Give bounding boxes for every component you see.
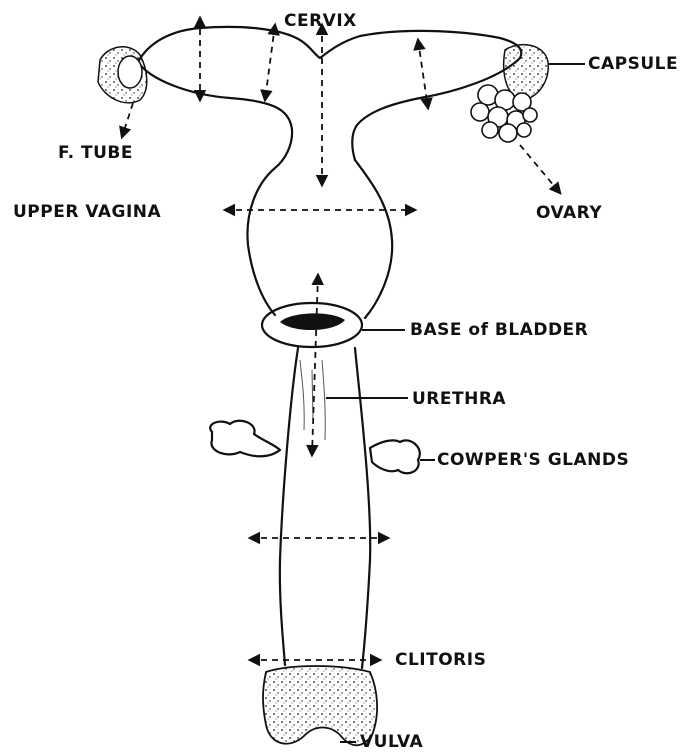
label-urethra: URETHRA: [412, 391, 506, 408]
label-base-of-bladder: BASE of BLADDER: [410, 322, 588, 339]
arrow-f-tube: [122, 103, 133, 137]
arrow-ovary: [520, 145, 560, 193]
label-clitoris: CLITORIS: [395, 652, 486, 669]
upper-vagina-outline: [247, 160, 392, 318]
label-cowpers-glands: COWPER'S GLANDS: [437, 452, 629, 469]
left-capsule-core: [118, 56, 142, 88]
uterine-horns-outline: [138, 27, 521, 168]
arrow-cervix-left: [265, 25, 275, 100]
urethra-strokes: [300, 360, 325, 440]
label-upper-vagina: UPPER VAGINA: [13, 204, 161, 221]
label-ovary: OVARY: [536, 205, 602, 222]
label-f-tube: F. TUBE: [58, 145, 133, 162]
cowpers-gland-right: [370, 440, 420, 473]
label-cervix: CERVIX: [284, 13, 357, 30]
vagina-tube-outline: [280, 348, 370, 668]
label-vulva: VULVA: [360, 734, 423, 751]
bladder-base-opening: [280, 313, 345, 330]
label-capsule: CAPSULE: [588, 56, 678, 73]
cowpers-gland-left: [210, 421, 280, 457]
